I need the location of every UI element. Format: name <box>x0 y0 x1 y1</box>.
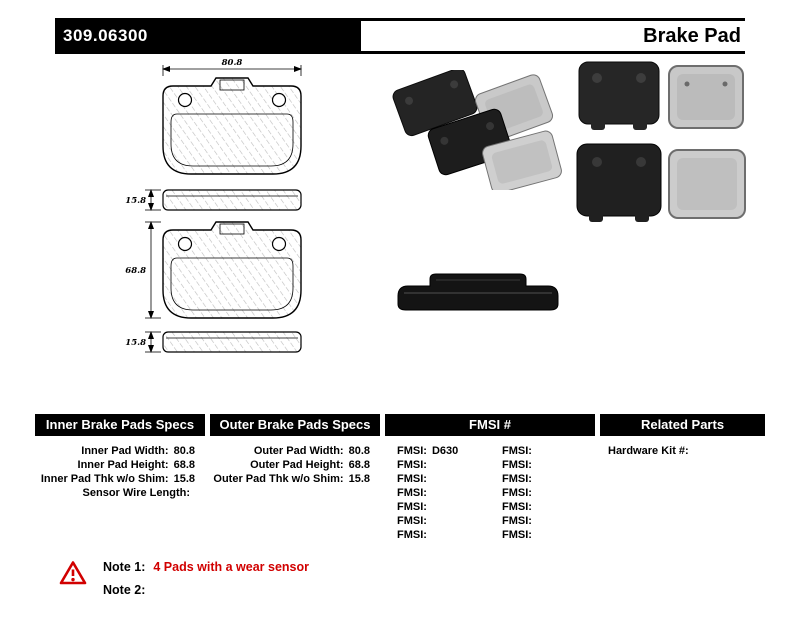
notes-section: Note 1: 4 Pads with a wear sensor Note 2: <box>55 560 745 606</box>
pad-plate-drawing-2 <box>162 221 302 319</box>
table-row: Outer Pad Thk w/o Shim:15.8 <box>213 473 370 485</box>
table-row: Inner Pad Height:68.8 <box>77 459 195 471</box>
outer-specs-table: Outer Brake Pads Specs Outer Pad Width:8… <box>210 414 380 542</box>
table-row: Hardware Kit #: <box>608 445 689 457</box>
part-number: 309.06300 <box>55 21 361 51</box>
header-bar: 309.06300 Brake Pad <box>55 18 745 54</box>
table-row: FMSI: FMSI: <box>397 515 532 527</box>
table-row: FMSI: FMSI: <box>397 473 532 485</box>
note-2: Note 2: <box>103 583 309 598</box>
fmsi-header: FMSI # <box>385 414 595 436</box>
dim-height-label: 68.8 <box>125 266 146 276</box>
pad-edge-drawing-1 <box>162 189 302 211</box>
dim-thickness-bottom-label: 15.8 <box>125 338 146 348</box>
fmsi-table: FMSI # FMSI:D630 FMSI: FMSI: FMSI: FMSI:… <box>385 414 595 542</box>
dim-width-label: 80.8 <box>222 58 243 68</box>
inner-specs-table: Inner Brake Pads Specs Inner Pad Width:8… <box>35 414 205 542</box>
notes-text: Note 1: 4 Pads with a wear sensor Note 2: <box>103 560 309 606</box>
note-2-label: Note 2: <box>103 583 146 597</box>
dimension-thickness-bottom: 15.8 <box>125 331 161 353</box>
dimension-height: 68.8 <box>125 221 161 319</box>
table-row: Outer Pad Width:80.8 <box>253 445 370 457</box>
pad-edge-drawing-2 <box>162 331 302 353</box>
note-1-text: 4 Pads with a wear sensor <box>153 560 309 574</box>
warning-icon <box>59 561 87 585</box>
note-1: Note 1: 4 Pads with a wear sensor <box>103 560 309 575</box>
related-parts-table: Related Parts Hardware Kit #: <box>600 414 765 542</box>
outer-specs-header: Outer Brake Pads Specs <box>210 414 380 436</box>
table-row: FMSI: FMSI: <box>397 459 532 471</box>
table-row: Inner Pad Thk w/o Shim:15.8 <box>40 473 195 485</box>
table-row: FMSI: FMSI: <box>397 529 532 541</box>
table-row: FMSI: FMSI: <box>397 501 532 513</box>
table-row: FMSI:D630 FMSI: <box>397 445 532 457</box>
technical-drawing: 80.8 15.8 68.8 <box>125 58 302 353</box>
figure-area: 80.8 15.8 68.8 <box>55 54 746 406</box>
table-row: Outer Pad Height:68.8 <box>250 459 370 471</box>
spec-tables: Inner Brake Pads Specs Inner Pad Width:8… <box>35 414 765 542</box>
dim-thickness-top-label: 15.8 <box>125 196 146 206</box>
product-photo-pad-edge <box>397 273 559 311</box>
table-row: Sensor Wire Length: <box>82 487 190 499</box>
pad-plate-drawing-1 <box>162 77 302 175</box>
product-name: Brake Pad <box>643 24 741 47</box>
table-row: Inner Pad Width:80.8 <box>81 445 195 457</box>
related-parts-header: Related Parts <box>600 414 765 436</box>
product-photo-pads-flat <box>576 61 746 222</box>
dimension-width: 80.8 <box>162 58 302 76</box>
note-1-label: Note 1: <box>103 560 146 574</box>
inner-specs-header: Inner Brake Pads Specs <box>35 414 205 436</box>
table-row: FMSI: FMSI: <box>397 487 532 499</box>
product-photo-pads-angled <box>392 70 562 190</box>
dimension-thickness-top: 15.8 <box>125 189 161 211</box>
